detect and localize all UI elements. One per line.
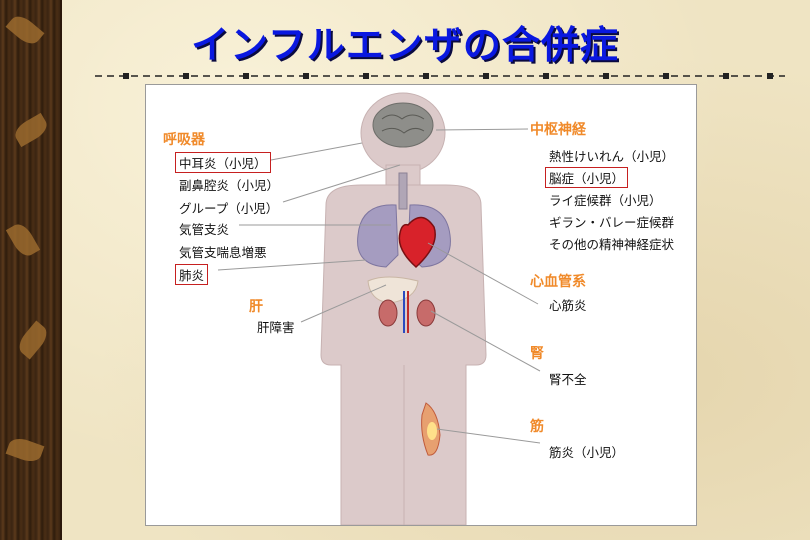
category-kidney: 腎	[530, 346, 544, 362]
complication-myositis: 筋炎（小児）	[549, 445, 625, 460]
complication-reye: ライ症候群（小児）	[549, 193, 662, 208]
complication-encephalopathy: 脳症（小児）	[545, 167, 629, 188]
complication-asthma: 気管支喘息増悪	[179, 245, 267, 260]
complication-otitis: 中耳炎（小児）	[175, 152, 271, 173]
complication-neuropsychiatric: その他の精神神経症状	[549, 237, 675, 252]
category-cardio: 心血管系	[530, 274, 586, 290]
complication-renal-failure: 腎不全	[549, 372, 587, 387]
leaf-ornament	[5, 220, 41, 260]
category-liver: 肝	[249, 299, 263, 315]
category-cns: 中枢神経	[530, 122, 586, 138]
dashed-divider	[95, 73, 785, 79]
leaf-ornament	[5, 434, 45, 466]
wood-border	[0, 0, 62, 540]
category-muscle: 筋	[530, 419, 544, 435]
complication-guillain-barre: ギラン・バレー症候群	[549, 215, 675, 230]
complication-sinusitis: 副鼻腔炎（小児）	[179, 178, 280, 193]
category-respiratory: 呼吸器	[163, 132, 205, 148]
leaf-ornament	[14, 320, 52, 360]
brain-shape	[372, 102, 434, 148]
slide-title: インフルエンザの合併症	[191, 23, 619, 67]
complication-liver-damage: 肝障害	[257, 320, 295, 335]
complication-croup: グループ（小児）	[179, 201, 279, 216]
leaf-ornament	[11, 112, 51, 148]
complication-febrile-seizure: 熱性けいれん（小児）	[549, 149, 675, 164]
body-illustration	[217, 92, 541, 525]
complication-bronchitis: 気管支炎	[179, 222, 230, 237]
diagram-panel: 呼吸器 中耳炎（小児） 副鼻腔炎（小児） グループ（小児） 気管支炎 気管支喘息…	[145, 84, 697, 526]
complication-pneumonia: 肺炎	[175, 264, 209, 285]
complication-myocarditis: 心筋炎	[549, 298, 587, 313]
